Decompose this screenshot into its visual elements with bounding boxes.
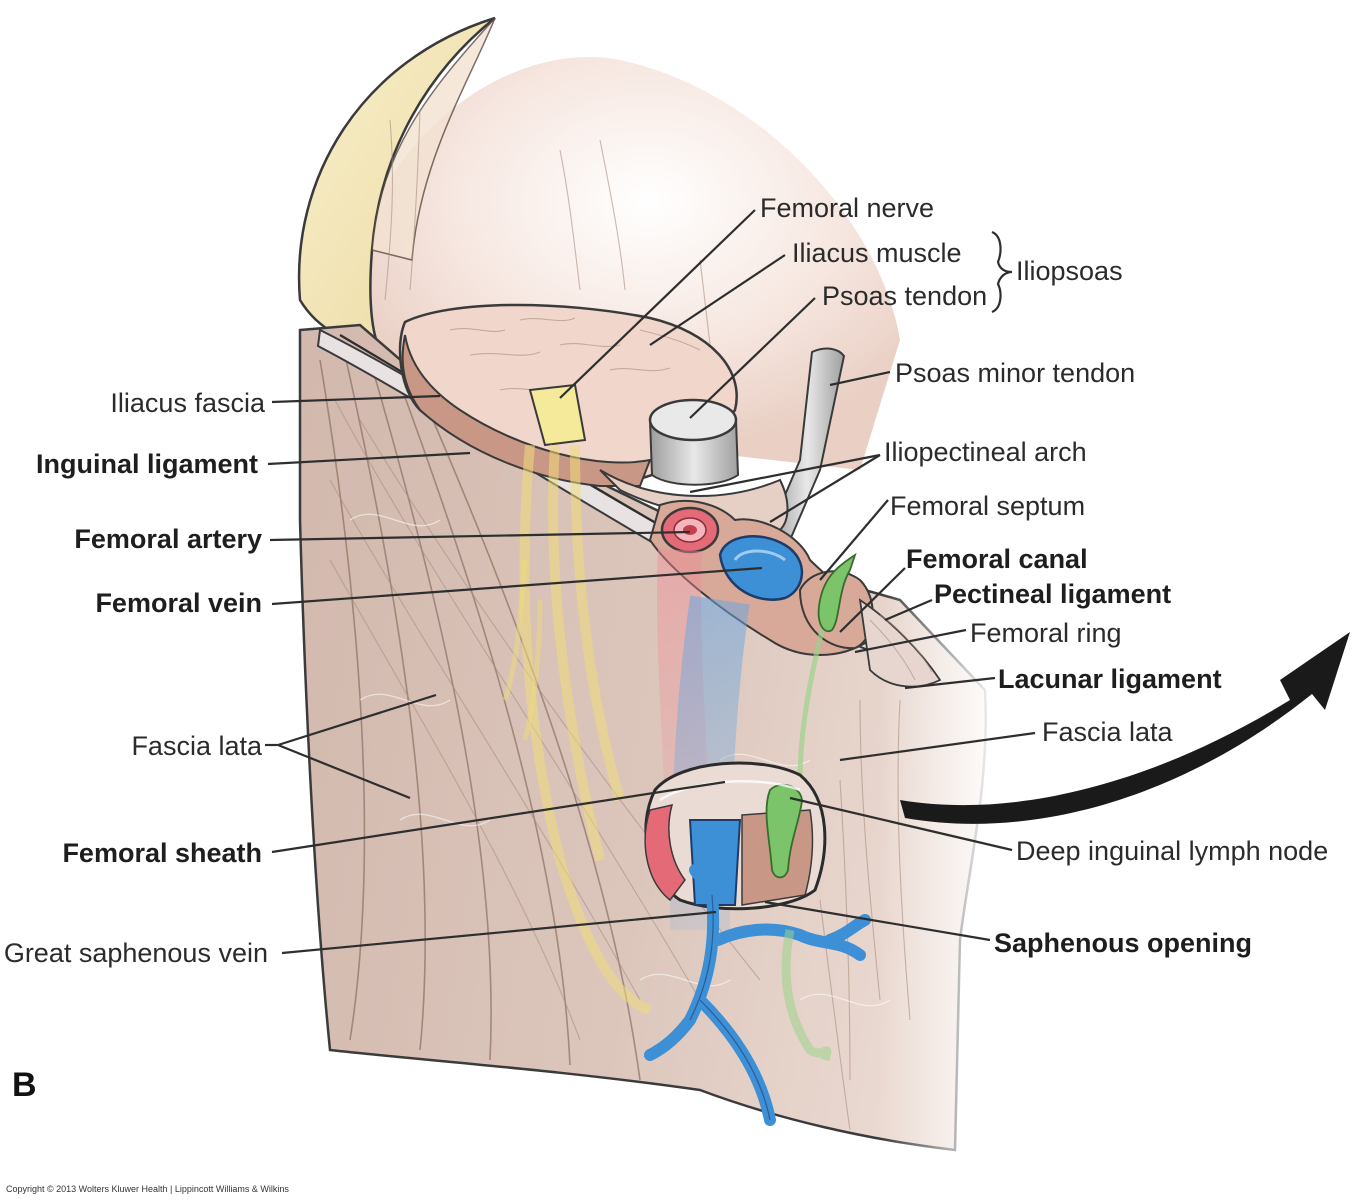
label-femoral-ring: Femoral ring [970,618,1122,648]
label-fascia-lata-left: Fascia lata [131,731,263,761]
label-iliopectineal-arch: Iliopectineal arch [884,437,1087,467]
label-psoas-tendon: Psoas tendon [822,281,987,311]
label-iliacus-muscle: Iliacus muscle [792,238,962,268]
panel-letter: B [12,1066,37,1104]
label-femoral-nerve: Femoral nerve [760,193,934,223]
copyright-notice: Copyright © 2013 Wolters Kluwer Health |… [6,1184,289,1194]
leader-lines [265,209,1036,955]
label-femoral-canal: Femoral canal [906,544,1088,574]
label-iliacus-fascia: Iliacus fascia [110,388,266,418]
label-iliopsoas: Iliopsoas [1016,256,1123,286]
label-femoral-vein: Femoral vein [95,588,262,618]
label-deep-inguinal-lymph-node: Deep inguinal lymph node [1016,836,1328,866]
label-great-saphenous-vein: Great saphenous vein [4,938,268,968]
labels: Femoral nerve Iliacus muscle Psoas tendo… [4,193,1328,968]
femoral-nerve-fibers [519,444,652,1015]
lymph-vessel-upper [817,552,857,633]
psoas-tendon-top [648,398,738,442]
label-fascia-lata-right: Fascia lata [1042,717,1174,747]
lymph-node-deep [765,783,803,879]
label-pectineal-ligament: Pectineal ligament [934,579,1171,609]
label-saphenous-opening: Saphenous opening [994,928,1252,958]
label-femoral-sheath: Femoral sheath [62,838,262,868]
label-femoral-septum: Femoral septum [890,491,1085,521]
femoral-nerve-section [528,383,587,447]
label-inguinal-ligament: Inguinal ligament [36,449,258,479]
label-psoas-minor-tendon: Psoas minor tendon [895,358,1135,388]
label-lacunar-ligament: Lacunar ligament [998,664,1222,694]
direction-arrow[interactable] [900,632,1350,824]
label-femoral-artery: Femoral artery [74,524,262,554]
